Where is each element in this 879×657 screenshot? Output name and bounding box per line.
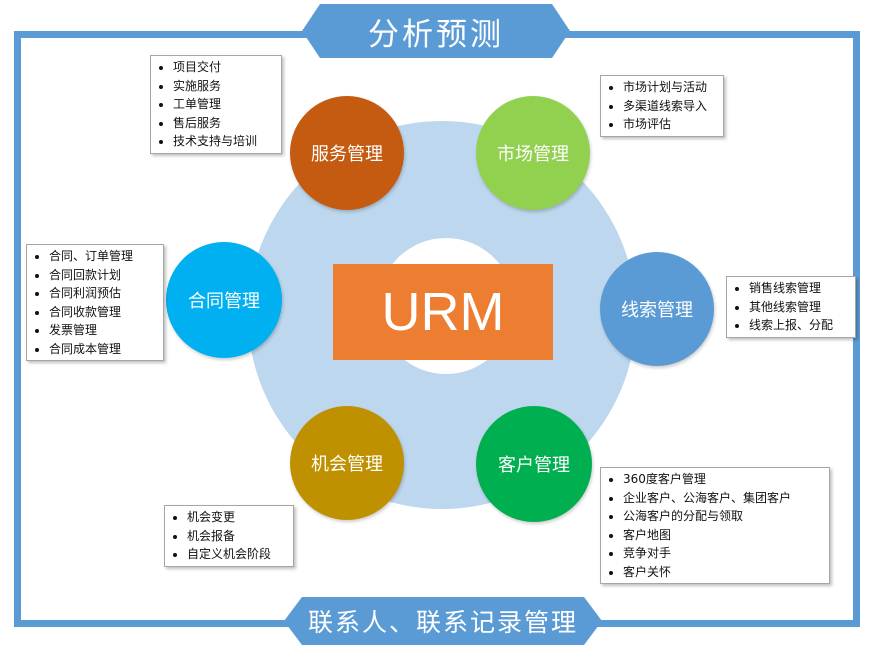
contract-list-box: 合同、订单管理 合同回款计划 合同利润预估 合同收款管理 发票管理 合同成本管理	[26, 244, 164, 361]
opportunity-list-box: 机会变更 机会报备 自定义机会阶段	[164, 505, 294, 567]
list-item: 多渠道线索导入	[623, 97, 717, 116]
list-item: 合同回款计划	[49, 266, 157, 285]
node-contract-management: 合同管理	[166, 242, 282, 358]
list-item: 项目交付	[173, 58, 275, 77]
node-customer-management: 客户管理	[476, 406, 592, 522]
footer-text: 联系人、联系记录管理	[307, 608, 578, 637]
list-item: 合同利润预估	[49, 284, 157, 303]
list-item: 合同、订单管理	[49, 247, 157, 266]
lead-list-box: 销售线索管理 其他线索管理 线索上报、分配	[726, 276, 856, 338]
node-opportunity-management: 机会管理	[290, 406, 404, 520]
list-item: 360度客户管理	[623, 470, 823, 489]
list-item: 公海客户的分配与领取	[623, 507, 823, 526]
market-list-box: 市场计划与活动 多渠道线索导入 市场评估	[600, 75, 724, 137]
node-service-management: 服务管理	[290, 96, 404, 210]
list-item: 工单管理	[173, 95, 275, 114]
node-market-management: 市场管理	[476, 96, 590, 210]
list-item: 机会变更	[187, 508, 287, 527]
list-item: 自定义机会阶段	[187, 545, 287, 564]
list-item: 合同收款管理	[49, 303, 157, 322]
list-item: 销售线索管理	[749, 279, 849, 298]
list-item: 市场评估	[623, 115, 717, 134]
list-item: 合同成本管理	[49, 340, 157, 359]
list-item: 客户地图	[623, 526, 823, 545]
urm-center-label: URM	[333, 264, 553, 360]
customer-list-box: 360度客户管理 企业客户、公海客户、集团客户 公海客户的分配与领取 客户地图 …	[600, 467, 830, 584]
service-list-box: 项目交付 实施服务 工单管理 售后服务 技术支持与培训	[150, 55, 282, 154]
list-item: 客户关怀	[623, 563, 823, 582]
title-text: 分析预测	[368, 16, 504, 53]
list-item: 发票管理	[49, 321, 157, 340]
list-item: 技术支持与培训	[173, 132, 275, 151]
list-item: 实施服务	[173, 77, 275, 96]
list-item: 机会报备	[187, 527, 287, 546]
node-lead-management: 线索管理	[600, 252, 714, 366]
list-item: 其他线索管理	[749, 298, 849, 317]
list-item: 企业客户、公海客户、集团客户	[623, 489, 823, 508]
footer-banner: 联系人、联系记录管理	[284, 597, 602, 645]
list-item: 市场计划与活动	[623, 78, 717, 97]
list-item: 竞争对手	[623, 544, 823, 563]
list-item: 售后服务	[173, 114, 275, 133]
list-item: 线索上报、分配	[749, 316, 849, 335]
title-banner: 分析预测	[302, 4, 570, 58]
